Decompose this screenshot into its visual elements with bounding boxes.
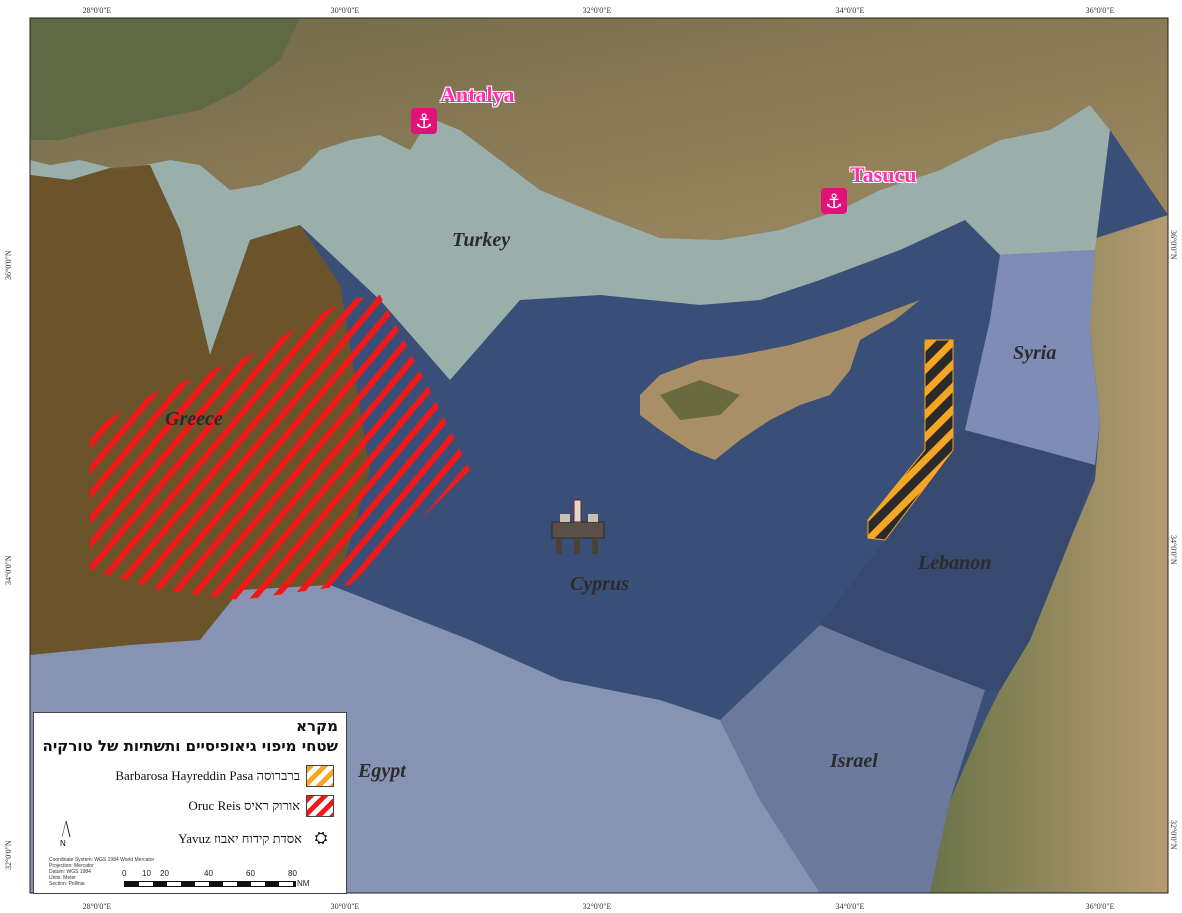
metadata-line: Section: Pollinia: [49, 881, 85, 887]
north-arrow-icon: N: [56, 820, 76, 849]
orange-hatch-swatch: [306, 765, 334, 787]
legend-subtitle: שטחי מיפוי גיאופיסיים ותשתיות של טורקיה: [42, 737, 338, 755]
legend-title: מקרא: [296, 717, 338, 735]
land-turkey: [30, 18, 1168, 240]
country-label-turkey: Turkey: [452, 229, 511, 251]
legend-item-label: Oruc Reis אורוק ראיס: [188, 798, 300, 813]
scale-tick-label: 0: [122, 869, 127, 878]
tick-top-36e: 36°0'0"E: [1085, 6, 1115, 15]
land-cyprus: [640, 300, 920, 460]
tick-top-30e: 30°0'0"E: [330, 6, 360, 15]
metadata-line: Units: Meter: [49, 875, 76, 881]
zone-syria: [965, 250, 1100, 465]
tick-left-32n: 32°0'0"N: [4, 840, 13, 870]
country-label-greece: Greece: [165, 408, 223, 430]
tick-right-36n: 36°0'0"N: [1169, 230, 1178, 260]
oruc-reis-area: [90, 295, 470, 600]
tick-left-36n: 36°0'0"N: [4, 250, 13, 280]
metadata-line: Projection: Mercator: [49, 863, 94, 869]
tick-right-32n: 32°0'0"N: [1169, 820, 1178, 850]
tick-top-28e: 28°0'0"E: [82, 6, 112, 15]
legend-item-label: Yavuz אסדת קידוח יאבוז: [178, 831, 302, 846]
port-label-tasucu: Tasucu: [850, 162, 917, 187]
tick-bottom-32e: 32°0'0"E: [582, 902, 612, 911]
land-levant: [930, 215, 1168, 893]
scale-tick-label: 20: [160, 869, 169, 878]
cyprus-mountains: [660, 380, 740, 420]
anchor-icon[interactable]: ⚓: [821, 188, 847, 214]
metadata-line: Coordinate System: WGS 1984 World Mercat…: [49, 857, 155, 863]
zone-turkey: [30, 105, 1110, 380]
legend-panel: מקרא שטחי מיפוי גיאופיסיים ותשתיות של טו…: [33, 712, 347, 894]
land-northwest: [30, 18, 300, 140]
zone-israel: [720, 625, 985, 893]
scale-unit-label: NM: [297, 879, 310, 888]
legend-item-label: Barbarosa Hayreddin Pasa ברברוסה: [115, 768, 300, 783]
zone-lebanon: [820, 430, 1095, 690]
tick-top-34e: 34°0'0"E: [835, 6, 865, 15]
scale-bar: [124, 881, 296, 887]
tick-top-32e: 32°0'0"E: [582, 6, 612, 15]
scale-tick-label: 40: [204, 869, 213, 878]
tick-bottom-30e: 30°0'0"E: [330, 902, 360, 911]
metadata-line: Datum: WGS 1984: [49, 869, 91, 875]
scale-tick-label: 60: [246, 869, 255, 878]
legend-item-barbarosa: Barbarosa Hayreddin Pasa ברברוסה: [115, 765, 334, 787]
country-label-israel: Israel: [830, 750, 878, 772]
legend-item-oruc-reis: Oruc Reis אורוק ראיס: [188, 795, 334, 817]
drilling-rig-icon: ⛭: [314, 830, 328, 847]
tick-left-34n: 34°0'0"N: [4, 555, 13, 585]
scale-tick-label: 80: [288, 869, 297, 878]
north-arrow-label: N: [60, 839, 66, 848]
tick-bottom-28e: 28°0'0"E: [82, 902, 112, 911]
tick-bottom-36e: 36°0'0"E: [1085, 902, 1115, 911]
tick-bottom-34e: 34°0'0"E: [835, 902, 865, 911]
scale-tick-label: 10: [142, 869, 151, 878]
anchor-icon[interactable]: ⚓: [411, 108, 437, 134]
country-label-cyprus: Cyprus: [570, 573, 629, 595]
barbarosa-area: [867, 339, 954, 541]
red-hatch-swatch: [306, 795, 334, 817]
port-label-antalya: Antalya: [440, 82, 515, 107]
country-label-egypt: Egypt: [358, 760, 406, 782]
map-border: [29, 17, 1169, 894]
country-label-lebanon: Lebanon: [918, 552, 992, 574]
legend-item-yavuz: Yavuz אסדת קידוח יאבוז ⛭: [178, 829, 334, 849]
drilling-rig-icon[interactable]: [551, 499, 605, 554]
country-label-syria: Syria: [1013, 342, 1057, 364]
tick-right-34n: 34°0'0"N: [1169, 535, 1178, 565]
